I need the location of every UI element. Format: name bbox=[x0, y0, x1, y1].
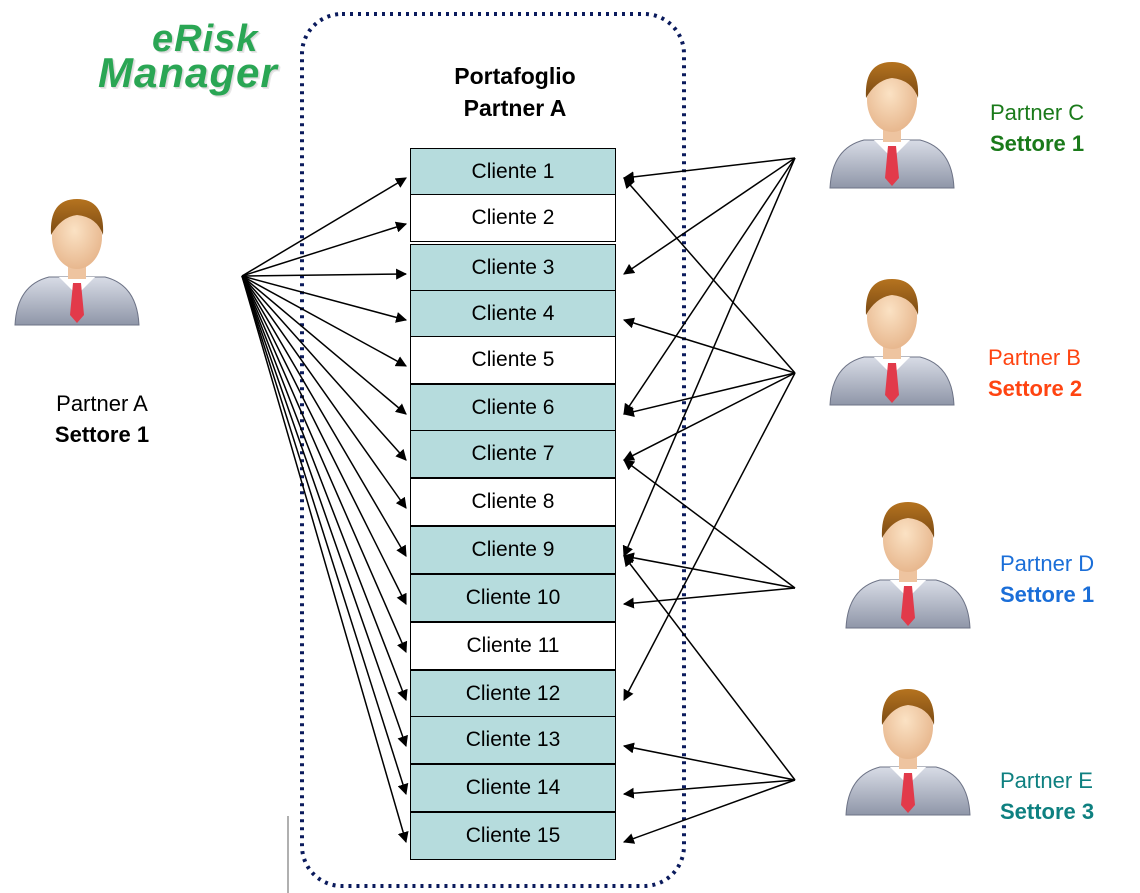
arrow-partner-c-to-cliente-1 bbox=[622, 157, 796, 183]
arrow-partner-b-to-cliente-12 bbox=[623, 372, 796, 701]
partner-d-sector: Settore 1 bbox=[1000, 582, 1095, 607]
arrow-partner-a-to-cliente-10 bbox=[241, 275, 407, 605]
arrow-partner-b-to-cliente-4 bbox=[622, 317, 796, 374]
arrow-partner-a-to-cliente-11 bbox=[241, 275, 408, 654]
arrow-partner-c-to-cliente-9 bbox=[622, 157, 796, 558]
arrow-partner-a-to-cliente-14 bbox=[241, 275, 409, 796]
arrow-partner-a-to-cliente-6 bbox=[241, 275, 407, 415]
arrow-partner-a-to-cliente-3 bbox=[241, 268, 408, 280]
arrow-partner-c-to-cliente-3 bbox=[623, 157, 796, 275]
partner-b-label: Partner B Settore 2 bbox=[988, 342, 1133, 404]
arrow-partner-d-to-cliente-10 bbox=[622, 587, 796, 609]
portfolio-title-line2: Partner A bbox=[463, 95, 567, 121]
erisk-manager-logo: eRisk Manager bbox=[98, 20, 308, 94]
arrow-partner-b-to-cliente-6 bbox=[622, 372, 796, 418]
arrow-partner-a-to-cliente-2 bbox=[241, 221, 408, 277]
partner-a-label: Partner A Settore 1 bbox=[22, 388, 182, 450]
client-cell-11: Cliente 11 bbox=[410, 622, 616, 670]
client-cell-5: Cliente 5 bbox=[410, 336, 616, 384]
partner-a-sector: Settore 1 bbox=[54, 422, 150, 447]
partner-e-name: Partner E bbox=[1000, 768, 1093, 793]
arrow-partner-e-to-cliente-15 bbox=[622, 779, 796, 844]
client-cell-15: Cliente 15 bbox=[410, 812, 616, 860]
client-cell-2: Cliente 2 bbox=[410, 194, 616, 242]
portfolio-title-line1: Portafoglio bbox=[454, 63, 576, 89]
client-cell-6: Cliente 6 bbox=[410, 384, 616, 432]
arrow-partner-a-to-cliente-15 bbox=[241, 275, 409, 844]
partner-a-avatar-icon bbox=[14, 198, 140, 326]
arrow-partner-a-to-cliente-5 bbox=[241, 275, 407, 367]
arrow-partner-a-to-cliente-8 bbox=[241, 275, 407, 509]
partner-b-name: Partner B bbox=[988, 345, 1081, 370]
arrow-partner-a-to-cliente-12 bbox=[241, 275, 408, 702]
client-cell-4: Cliente 4 bbox=[410, 290, 616, 338]
client-cell-10: Cliente 10 bbox=[410, 574, 616, 622]
partner-c-name: Partner C bbox=[990, 100, 1085, 125]
arrow-partner-d-to-cliente-9 bbox=[622, 552, 796, 589]
client-cell-13: Cliente 13 bbox=[410, 716, 616, 764]
partner-e-sector: Settore 3 bbox=[1000, 799, 1095, 824]
arrow-partner-a-to-cliente-13 bbox=[241, 275, 408, 748]
partner-c-avatar-icon bbox=[829, 61, 955, 189]
client-cell-9: Cliente 9 bbox=[410, 526, 616, 574]
partner-b-avatar-icon bbox=[829, 278, 955, 406]
arrow-partner-e-to-cliente-9 bbox=[623, 555, 796, 781]
partner-e-avatar-icon bbox=[845, 688, 971, 816]
arrow-partner-d-to-cliente-7 bbox=[623, 459, 796, 589]
logo-erisk-text: eRisk bbox=[152, 18, 259, 60]
partner-b-sector: Settore 2 bbox=[988, 376, 1083, 401]
arrow-partner-a-to-cliente-9 bbox=[241, 275, 407, 557]
client-cell-1: Cliente 1 bbox=[410, 148, 616, 196]
partner-d-label: Partner D Settore 1 bbox=[1000, 548, 1140, 610]
arrow-partner-a-to-cliente-4 bbox=[241, 275, 408, 323]
arrow-partner-a-to-cliente-1 bbox=[241, 177, 407, 277]
client-cell-7: Cliente 7 bbox=[410, 430, 616, 478]
arrow-partner-c-to-cliente-6 bbox=[623, 157, 796, 415]
client-cell-12: Cliente 12 bbox=[410, 670, 616, 718]
arrow-partner-e-to-cliente-13 bbox=[622, 742, 796, 781]
partner-a-name: Partner A bbox=[56, 391, 148, 416]
partner-e-label: Partner E Settore 3 bbox=[1000, 765, 1140, 827]
partner-d-name: Partner D bbox=[1000, 551, 1095, 576]
client-cell-8: Cliente 8 bbox=[410, 478, 616, 526]
arrow-partner-a-to-cliente-7 bbox=[241, 275, 407, 461]
partner-c-label: Partner C Settore 1 bbox=[990, 97, 1135, 159]
client-cell-3: Cliente 3 bbox=[410, 244, 616, 292]
arrow-partner-e-to-cliente-14 bbox=[622, 779, 796, 799]
partner-d-avatar-icon bbox=[845, 501, 971, 629]
client-cell-14: Cliente 14 bbox=[410, 764, 616, 812]
logo-manager-text: Manager bbox=[98, 49, 278, 96]
arrow-partner-b-to-cliente-7 bbox=[623, 372, 796, 461]
arrow-partner-b-to-cliente-1 bbox=[623, 177, 796, 374]
portfolio-title: Portafoglio Partner A bbox=[415, 60, 615, 124]
partner-c-sector: Settore 1 bbox=[990, 131, 1085, 156]
